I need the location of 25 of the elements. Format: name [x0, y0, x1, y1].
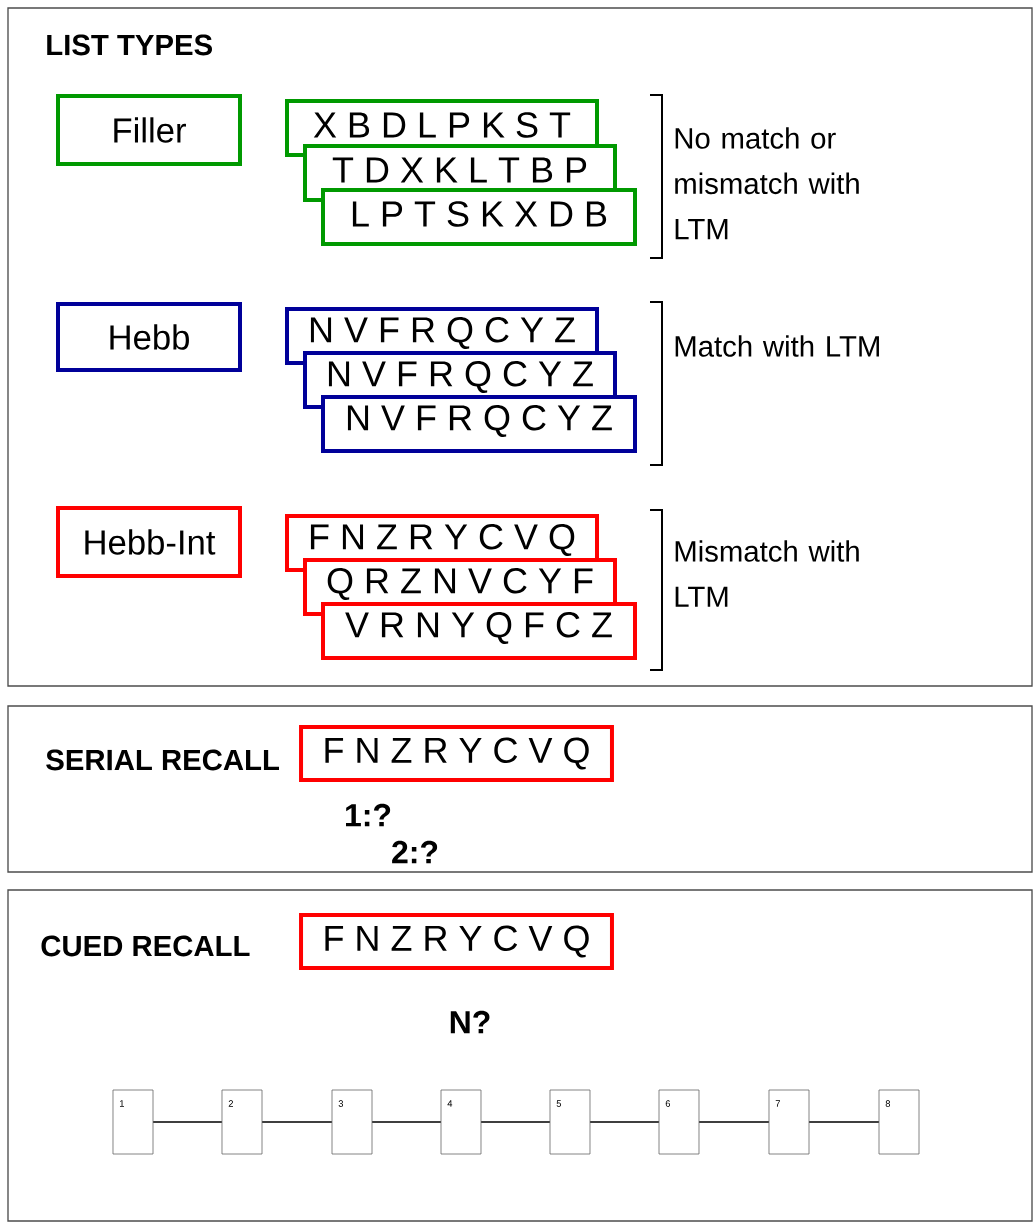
- recall-prompt: N?: [450, 1010, 490, 1034]
- scale-box: 1: [112, 1089, 154, 1155]
- list-type-box: Hebb-Int: [56, 506, 242, 578]
- letter-list-box: F N Z R Y C V Q: [299, 913, 614, 971]
- bracket-note: Mismatch with LTM: [675, 540, 859, 607]
- letter-list-box: L P T S K X D B: [321, 188, 637, 246]
- letter-list-box: V R N Y Q F C Z: [321, 602, 637, 660]
- scale-box: 8: [878, 1089, 920, 1155]
- scale-box: 2: [221, 1089, 263, 1155]
- letter-list-box: N V F R Q C Y Z: [321, 395, 637, 453]
- scale-box: 3: [331, 1089, 373, 1155]
- list-type-box: Filler: [56, 94, 242, 166]
- scale-box: 4: [440, 1089, 482, 1155]
- recall-prompt: 2:?: [392, 840, 438, 864]
- recall-prompt: 1:?: [346, 803, 391, 827]
- bracket-note: No match or mismatch with LTM: [675, 127, 859, 240]
- list-type-box: Hebb: [56, 302, 242, 372]
- bracket-note: Match with LTM: [675, 335, 879, 357]
- panel-heading: CUED RECALL: [41, 935, 250, 957]
- panel-heading: LIST TYPES: [47, 34, 212, 56]
- scale-box: 6: [658, 1089, 700, 1155]
- panel-heading: SERIAL RECALL: [46, 749, 279, 771]
- letter-list-box: F N Z R Y C V Q: [299, 725, 614, 783]
- scale-box: 5: [549, 1089, 591, 1155]
- scale-box: 7: [768, 1089, 810, 1155]
